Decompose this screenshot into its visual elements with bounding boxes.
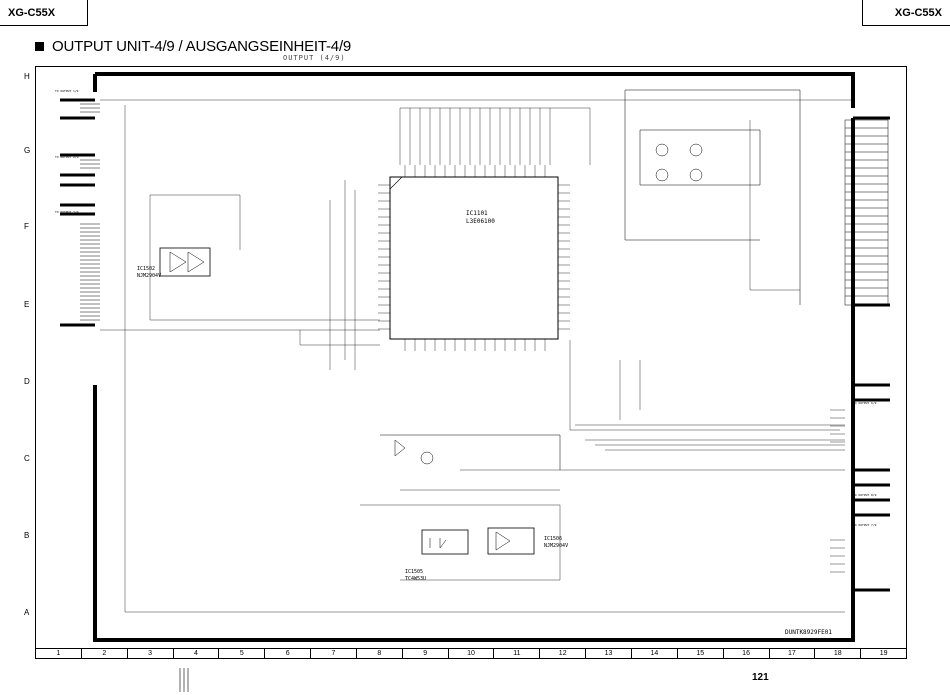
connector-right-3: TO OUTPUT 7/9 [853,523,877,527]
signal-routing [100,105,845,613]
row-label-a: A [24,608,30,617]
connector-left-1: TO OUTPUT 1/9 [55,89,79,93]
ic1506-ref: IC1506 [544,536,562,542]
right-connector-pin-table [844,119,889,306]
model-text-left: XG-C55X [8,6,56,19]
column-label: 12 [540,649,587,658]
column-label: 1 [36,649,82,658]
ic1505-switch: IC1505 TC4W53U [405,529,469,582]
ic1101-ref: IC1101 [466,210,488,217]
model-label-right: XG-C55X [862,0,950,26]
column-label: 6 [265,649,312,658]
row-label-g: G [24,146,31,155]
column-label: 3 [128,649,174,658]
row-label-f: F [24,222,29,231]
page-number: 121 [752,672,769,683]
ic1506-opamp: IC1506 NJM2904V [487,527,568,555]
column-label: 16 [724,649,770,658]
row-label-e: E [24,300,30,309]
title-bullet-icon [35,42,44,51]
left-connector-notches [60,98,95,327]
binding-marks [179,668,189,692]
column-index-strip: 1 2 3 4 5 6 7 8 9 10 11 12 13 14 15 16 1… [35,649,907,659]
drawing-frame [35,66,907,649]
connector-left-2: TO OUTPUT 2/9 [55,155,79,159]
row-label-b: B [24,531,30,540]
column-label: 2 [82,649,128,658]
left-connector-pins [80,103,100,321]
right-connector-notches [853,116,890,592]
ic1502-part: NJM2904V [137,273,161,279]
connector-left-3: TO OUTPUT 3/9 [55,210,79,214]
ic1506-part: NJM2904V [544,543,568,549]
ic1505-part: TC4W53U [405,576,426,582]
row-label-h: H [24,72,30,81]
column-label: 11 [494,649,541,658]
model-label-left: XG-C55X [0,0,88,26]
column-label: 14 [632,649,678,658]
column-label: 10 [449,649,495,658]
page-title: OUTPUT UNIT-4/9 / AUSGANGSEINHEIT-4/9 [35,38,351,55]
connector-right-1: TO OUTPUT 6/9 [853,401,877,405]
column-label: 18 [815,649,862,658]
ic1505-ref: IC1505 [405,569,423,575]
ic1101-part: L3E06100 [466,218,495,225]
model-text-right: XG-C55X [894,6,942,19]
ic1502-ref: IC1502 [137,266,155,272]
top-signal-bus [100,99,853,165]
column-label: 19 [879,650,888,657]
column-label: 4 [174,649,220,658]
schematic-subtitle: OUTPUT (4/9) [283,54,346,62]
column-label: 5 [219,649,266,658]
row-label-c: C [24,454,30,463]
column-label: 8 [357,649,403,658]
transistor-cluster [624,89,801,305]
ic1502-opamp: IC1502 NJM2904V [137,194,380,321]
column-label: 13 [586,649,632,658]
title-text: OUTPUT UNIT-4/9 / AUSGANGSEINHEIT-4/9 [52,38,352,55]
column-label: 9 [403,649,449,658]
column-label: 17 [770,649,816,658]
drawing-code: DUNTK8929FE01 [785,629,832,636]
column-label: 15 [678,649,724,658]
ic1101-chip: IC1101 L3E06100 [378,165,570,351]
row-label-d: D [24,377,30,386]
connector-right-2: TO OUTPUT 8/9 [853,493,877,497]
board-outline [93,72,855,642]
bottom-transistor [380,434,561,470]
column-label: 7 [311,649,357,658]
